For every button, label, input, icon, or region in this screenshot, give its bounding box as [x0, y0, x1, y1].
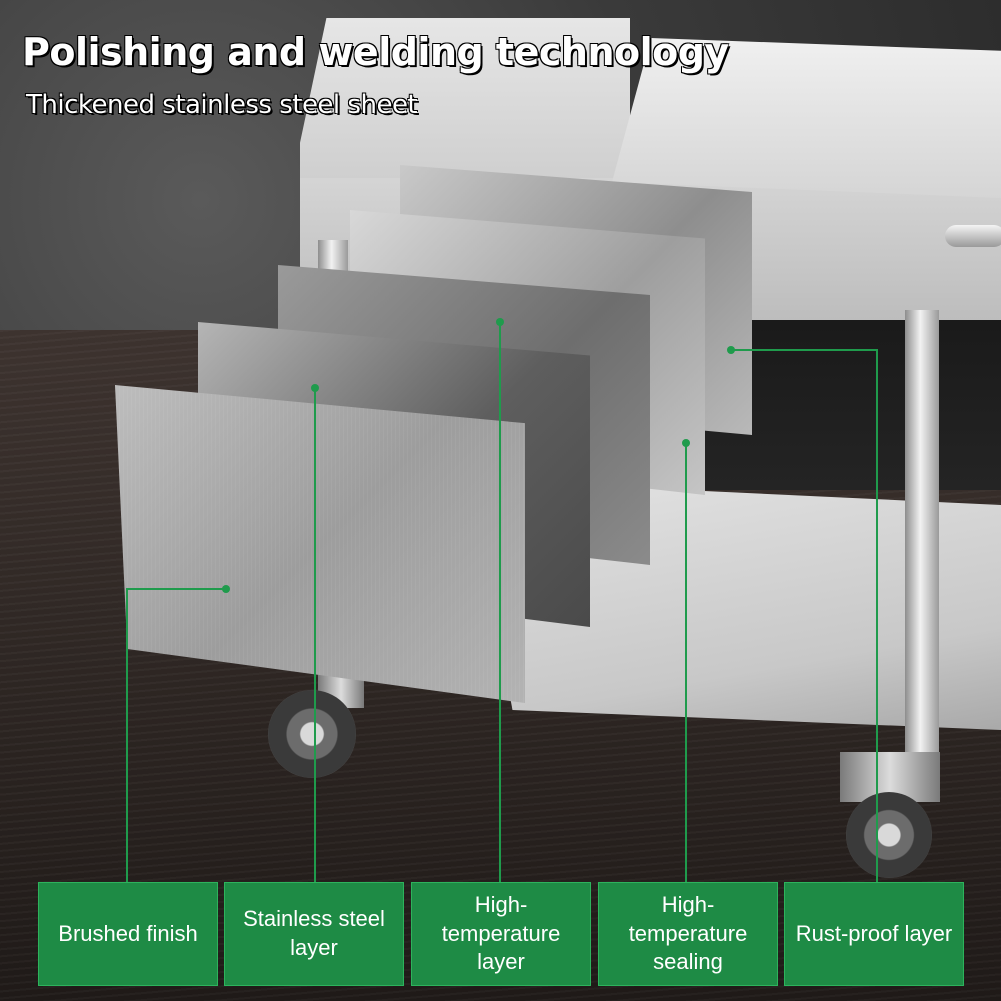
headline-subtitle: Thickened stainless steel sheet — [26, 90, 418, 120]
table-handle — [945, 225, 1001, 247]
table-leg-front — [905, 310, 939, 790]
callout-dot-brushed — [222, 585, 230, 593]
label-brushed-finish: Brushed finish — [38, 882, 218, 986]
label-high-temperature-sealing: High-temperature sealing — [598, 882, 778, 986]
callout-line-brushed-v — [126, 588, 128, 882]
callout-line-sealing — [685, 443, 687, 882]
label-high-temperature-layer: High-temperature layer — [411, 882, 591, 986]
layer-labels: Brushed finish Stainless steel layer Hig… — [38, 882, 968, 986]
headline-title: Polishing and welding technology — [22, 30, 729, 74]
wheel-right — [846, 792, 932, 878]
wheel-left — [268, 690, 356, 778]
callout-line-high-temp-layer — [499, 322, 501, 882]
callout-line-rust-proof-h — [731, 349, 877, 351]
callout-line-brushed-h — [126, 588, 226, 590]
label-stainless-steel-layer: Stainless steel layer — [224, 882, 404, 986]
table-top-left — [300, 18, 630, 178]
callout-line-stainless — [314, 388, 316, 882]
table-top-right — [612, 38, 1001, 198]
label-rust-proof-layer: Rust-proof layer — [784, 882, 964, 986]
sheet-brushed-finish — [115, 385, 525, 703]
callout-line-rust-proof-v — [876, 349, 878, 882]
